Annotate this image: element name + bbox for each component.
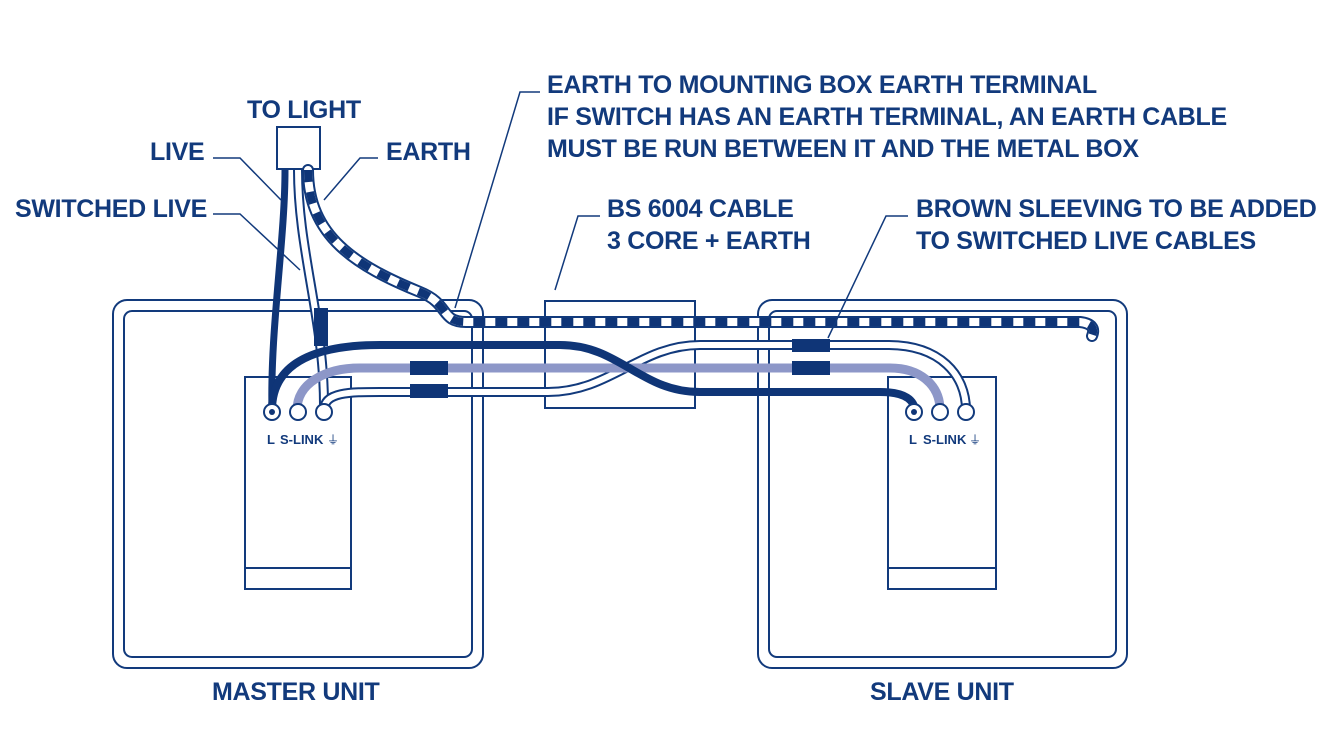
leader-live (213, 157, 282, 201)
earth-cable (302, 164, 1100, 342)
sleeve-s-link-slave (792, 361, 830, 375)
leader-earth (323, 157, 378, 201)
earth-label: EARTH (386, 138, 471, 166)
slave-unit-label: SLAVE UNIT (870, 678, 1014, 706)
slave-terminal-slink-label: S-LINK (923, 432, 967, 447)
slave-terminals (905, 403, 975, 421)
leader-switched-live (213, 213, 301, 271)
slave-terminal-l-label: L (909, 432, 917, 447)
slave-earth-symbol-icon: ⏚ (969, 433, 981, 447)
brown-sleeve-master (314, 308, 328, 346)
leader-sleeving (827, 215, 908, 339)
white-strapper-cable (319, 340, 971, 411)
brown-sleeve-slave-top (792, 339, 830, 352)
master-terminal-dot (269, 409, 275, 415)
master-terminals (263, 403, 333, 421)
sleeving-note-line-1: BROWN SLEEVING TO BE ADDED (916, 195, 1317, 223)
live-label: LIVE (150, 138, 205, 166)
master-terminal-l-label: L (267, 432, 275, 447)
dark-strapper-cable (268, 341, 919, 413)
cable-type-line-1: BS 6004 CABLE (607, 195, 794, 223)
slave-unit-box (757, 299, 1128, 669)
earth-note-line-3: MUST BE RUN BETWEEN IT AND THE METAL BOX (547, 135, 1139, 163)
master-earth-symbol-icon: ⏚ (327, 433, 339, 447)
leader-lines (213, 91, 908, 339)
light-junction-box (276, 126, 321, 170)
master-unit-label: MASTER UNIT (212, 678, 380, 706)
sleeving-note-line-2: TO SWITCHED LIVE CABLES (916, 227, 1256, 255)
live-cable (268, 169, 289, 411)
leader-cable-type (554, 215, 600, 291)
slave-terminal-dot (911, 409, 917, 415)
to-light-label: TO LIGHT (247, 96, 361, 124)
master-unit-box (112, 299, 484, 669)
sleeve-dark-master (410, 384, 448, 398)
sleeve-s-link (410, 361, 448, 375)
earth-note-line-1: EARTH TO MOUNTING BOX EARTH TERMINAL (547, 71, 1097, 99)
switched-live-label: SWITCHED LIVE (15, 195, 207, 223)
master-terminal-slink-label: S-LINK (280, 432, 324, 447)
earth-note-line-2: IF SWITCH HAS AN EARTH TERMINAL, AN EART… (547, 103, 1227, 131)
cable-type-line-2: 3 CORE + EARTH (607, 227, 811, 255)
leader-earth-note (454, 91, 540, 309)
